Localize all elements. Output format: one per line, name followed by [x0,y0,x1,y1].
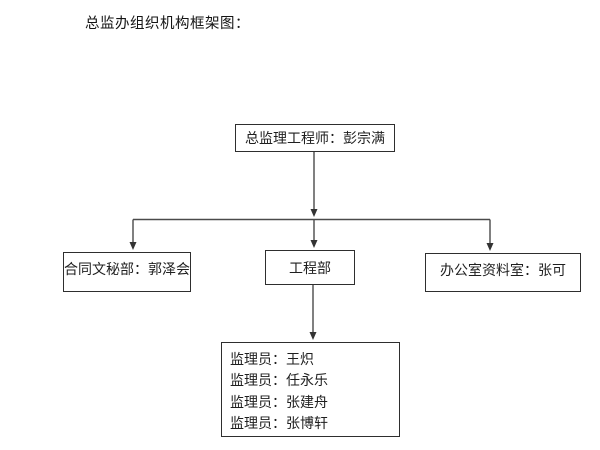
arrow-down-center-icon [310,240,318,248]
supervisor-line: 监理员：任永乐 [230,373,328,390]
arrow-down-right-icon [486,243,494,251]
node-engineering-dept: 工程部 [265,250,355,285]
arrow-down-engineering-icon [309,332,317,340]
supervisor-line: 监理员：张建舟 [230,394,328,411]
node-supervisors-list: 监理员：王炽 监理员：任永乐 监理员：张建舟 监理员：张博轩 [221,342,400,437]
arrow-down-root-icon [310,209,318,217]
arrow-down-left-icon [129,242,137,250]
supervisor-line: 监理员：张博轩 [230,415,328,432]
node-contract-secretary-dept: 合同文秘部：郭泽会 [63,252,191,292]
node-office-archives: 办公室资料室：张可 [425,253,581,292]
node-chief-supervision-engineer: 总监理工程师：彭宗满 [235,124,395,152]
supervisor-line: 监理员：王炽 [230,352,314,368]
page-title: 总监办组织机构框架图： [85,16,250,32]
